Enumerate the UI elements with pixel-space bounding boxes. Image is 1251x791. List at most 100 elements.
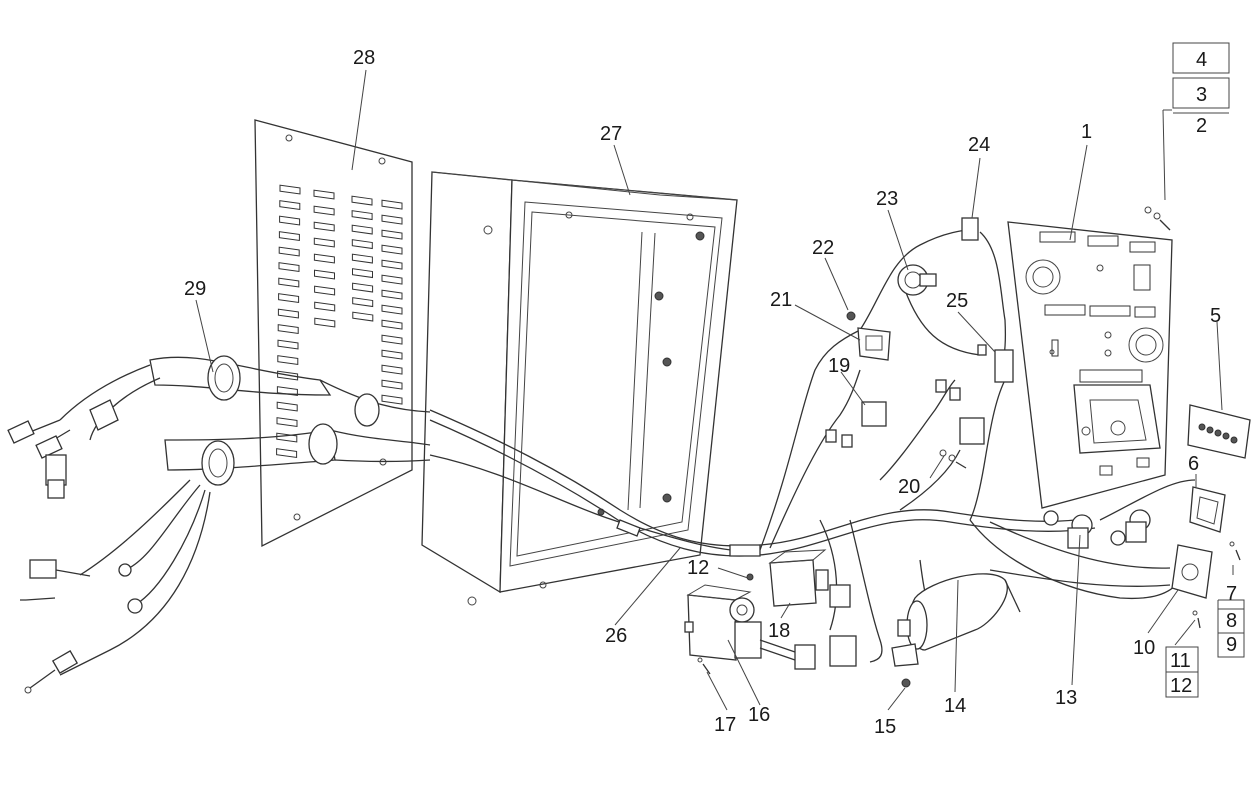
- louver-slot: [313, 221, 335, 232]
- louver-slot: [314, 269, 335, 280]
- callout-26: 26: [605, 625, 627, 647]
- control-panel: [1007, 221, 1173, 509]
- louver-slot: [381, 379, 403, 390]
- screw-17: [697, 657, 711, 675]
- callout-box-7-8-9: [1217, 599, 1245, 658]
- callout-labels: 28 27 29 1 24 23 22 21 25 19 20 4 3 2 5 …: [184, 47, 1237, 738]
- nut-22: [846, 311, 856, 321]
- receptacle-6: [1189, 486, 1241, 561]
- louver-slot: [277, 324, 299, 335]
- louver-slot: [313, 237, 335, 248]
- louver-slot: [381, 289, 403, 300]
- callout-21: 21: [770, 289, 792, 311]
- louver-slot: [351, 195, 373, 206]
- callout-17: 17: [714, 714, 736, 736]
- louver-slot: [278, 277, 300, 288]
- callout-8: 8: [1226, 610, 1237, 632]
- screw-15: [901, 678, 911, 688]
- relay-18: [746, 549, 851, 608]
- louver-slot: [352, 297, 374, 308]
- louver-slot: [313, 253, 335, 264]
- callout-11: 11: [1170, 650, 1191, 672]
- louver-slot: [381, 394, 403, 405]
- louver-slot: [277, 308, 299, 319]
- louver-slot: [314, 285, 336, 296]
- louver-slot: [381, 304, 403, 315]
- louver-slot: [276, 401, 298, 412]
- meter-23: [897, 264, 937, 296]
- transformer-16: [684, 584, 857, 670]
- louver-slot: [276, 448, 298, 459]
- louver-slot: [277, 355, 299, 366]
- louver-slot: [381, 199, 403, 210]
- callout-12-right: 12: [1170, 675, 1192, 697]
- callout-18: 18: [768, 620, 790, 642]
- callout-box-2-3-4: [1172, 42, 1230, 114]
- louver-slot: [278, 293, 300, 304]
- breaker-21: [857, 327, 891, 361]
- callout-4: 4: [1196, 49, 1207, 71]
- callout-19: 19: [828, 355, 850, 377]
- louver-slot: [381, 349, 403, 360]
- callout-3: 3: [1196, 84, 1207, 106]
- callout-28: 28: [353, 47, 375, 69]
- louver-slot: [314, 301, 336, 312]
- connector-24: [961, 217, 979, 241]
- switch-25: [977, 344, 1014, 383]
- louver-slot: [279, 200, 301, 211]
- callout-16: 16: [748, 704, 770, 726]
- grommet-harness: [7, 355, 431, 694]
- callout-20: 20: [898, 476, 920, 498]
- wire-harness: [429, 229, 1196, 663]
- callout-6: 6: [1188, 453, 1199, 475]
- louver-slot: [352, 311, 374, 322]
- callout-29: 29: [184, 278, 206, 300]
- callout-12-left: 12: [687, 557, 709, 579]
- louver-slot: [381, 334, 403, 345]
- screws-2-4: [1144, 206, 1171, 231]
- callout-9: 9: [1226, 634, 1237, 656]
- callout-box-11-12: [1165, 646, 1199, 698]
- switches-13: [1067, 509, 1151, 549]
- callout-13: 13: [1055, 687, 1077, 709]
- louver-slot: [314, 317, 336, 328]
- callout-14: 14: [944, 695, 966, 717]
- louver-slot: [278, 262, 300, 273]
- callout-1: 1: [1081, 121, 1092, 143]
- louver-slot: [352, 282, 374, 293]
- relay-19: [825, 379, 985, 448]
- louver-slot: [381, 214, 403, 225]
- receptacle-10: [1171, 544, 1213, 629]
- callout-25: 25: [946, 290, 968, 312]
- screws-20: [939, 449, 967, 469]
- louver-slot: [278, 246, 300, 257]
- callout-2: 2: [1196, 115, 1207, 137]
- callout-7: 7: [1226, 583, 1237, 605]
- louver-slot: [381, 319, 403, 330]
- louver-slot: [381, 244, 403, 255]
- callout-15: 15: [874, 716, 896, 738]
- terminal-strip-5: [1187, 404, 1251, 459]
- callout-10: 10: [1133, 637, 1155, 659]
- louvered-panel: [254, 119, 413, 548]
- louver-slot: [279, 215, 301, 226]
- callout-23: 23: [876, 188, 898, 210]
- louver-slot: [352, 268, 373, 279]
- louver-slot: [381, 229, 403, 240]
- louver-slot: [351, 210, 373, 221]
- louver-slot: [381, 274, 403, 285]
- louver-slot: [279, 184, 301, 195]
- louver-slot: [351, 224, 373, 235]
- callout-5: 5: [1210, 305, 1221, 327]
- louver-slot: [278, 231, 300, 242]
- callout-22: 22: [812, 237, 834, 259]
- louver-slot: [351, 239, 373, 250]
- louver-slot: [276, 417, 298, 428]
- louver-slot: [277, 339, 299, 350]
- resistor-14: [891, 573, 1021, 667]
- louver-slot: [381, 259, 403, 270]
- callout-27: 27: [600, 123, 622, 145]
- leader-lines: [195, 69, 1234, 711]
- louver-slot: [351, 253, 373, 264]
